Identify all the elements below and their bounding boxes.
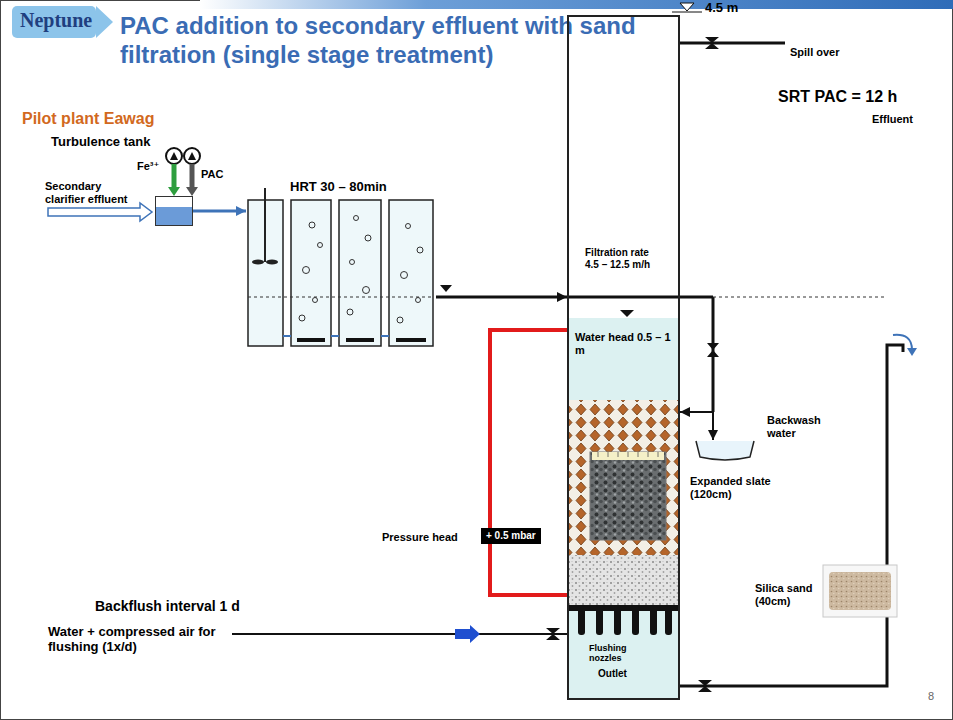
pipe-line [680, 412, 713, 440]
note-label: Backflush interval 1 d [95, 598, 240, 614]
arrowhead [236, 206, 246, 216]
chemical-label: PAC [201, 168, 223, 181]
page-number: 8 [928, 690, 934, 703]
pipe-label: Outlet [598, 668, 627, 680]
backwash-basin: Backwash water [695, 440, 755, 462]
inflow-label: Secondary clarifier effluent [45, 180, 140, 205]
pipe-connector [193, 206, 246, 216]
logo-text: Neptune [20, 9, 92, 32]
pressure-label: Pressure head [382, 531, 458, 544]
section-heading: Pilot plant Eawag [22, 110, 154, 128]
node-text: Filtration rate 4.5 – 12.5 m/h [585, 247, 665, 270]
slide-title: PAC addition to secondary effluent with … [120, 12, 665, 70]
pipe-label: Spill over [790, 46, 840, 59]
arrowhead [680, 407, 690, 417]
basin-outline [695, 440, 755, 462]
node-text: + 0.5 mbar [486, 530, 536, 542]
pipe-connector [680, 407, 718, 440]
turbulence-tank: Turbulence tank [155, 196, 193, 226]
pressure-box: + 0.5 mbar [481, 528, 541, 544]
pipe-line [436, 296, 567, 299]
node-text: Backwash water [767, 414, 831, 439]
layer-label: Silica sand (40cm) [755, 582, 821, 607]
layer-label: Expanded slate (120cm) [690, 475, 780, 500]
arrowhead [708, 430, 718, 440]
pipe-label: Effluent [872, 113, 913, 126]
parameter-label: SRT PAC = 12 h [778, 88, 897, 106]
chemical-label: Fe³⁺ [137, 160, 159, 173]
node-text: Water head 0.5 – 1 m [575, 331, 675, 356]
node-text: Flushing nozzles [589, 643, 651, 664]
pipe-connector [436, 292, 567, 302]
height-label: 4.5 m [705, 1, 738, 16]
arrowhead [557, 292, 567, 302]
node-text: Turbulence tank [51, 135, 150, 150]
filter-column: Filtration rate 4.5 – 12.5 m/hWater head… [567, 15, 680, 700]
note-label: Water + compressed air for flushing (1x/… [48, 625, 230, 655]
node-text: HRT 30 – 80min [290, 180, 387, 195]
reactor-tanks: HRT 30 – 80min [246, 198, 436, 348]
